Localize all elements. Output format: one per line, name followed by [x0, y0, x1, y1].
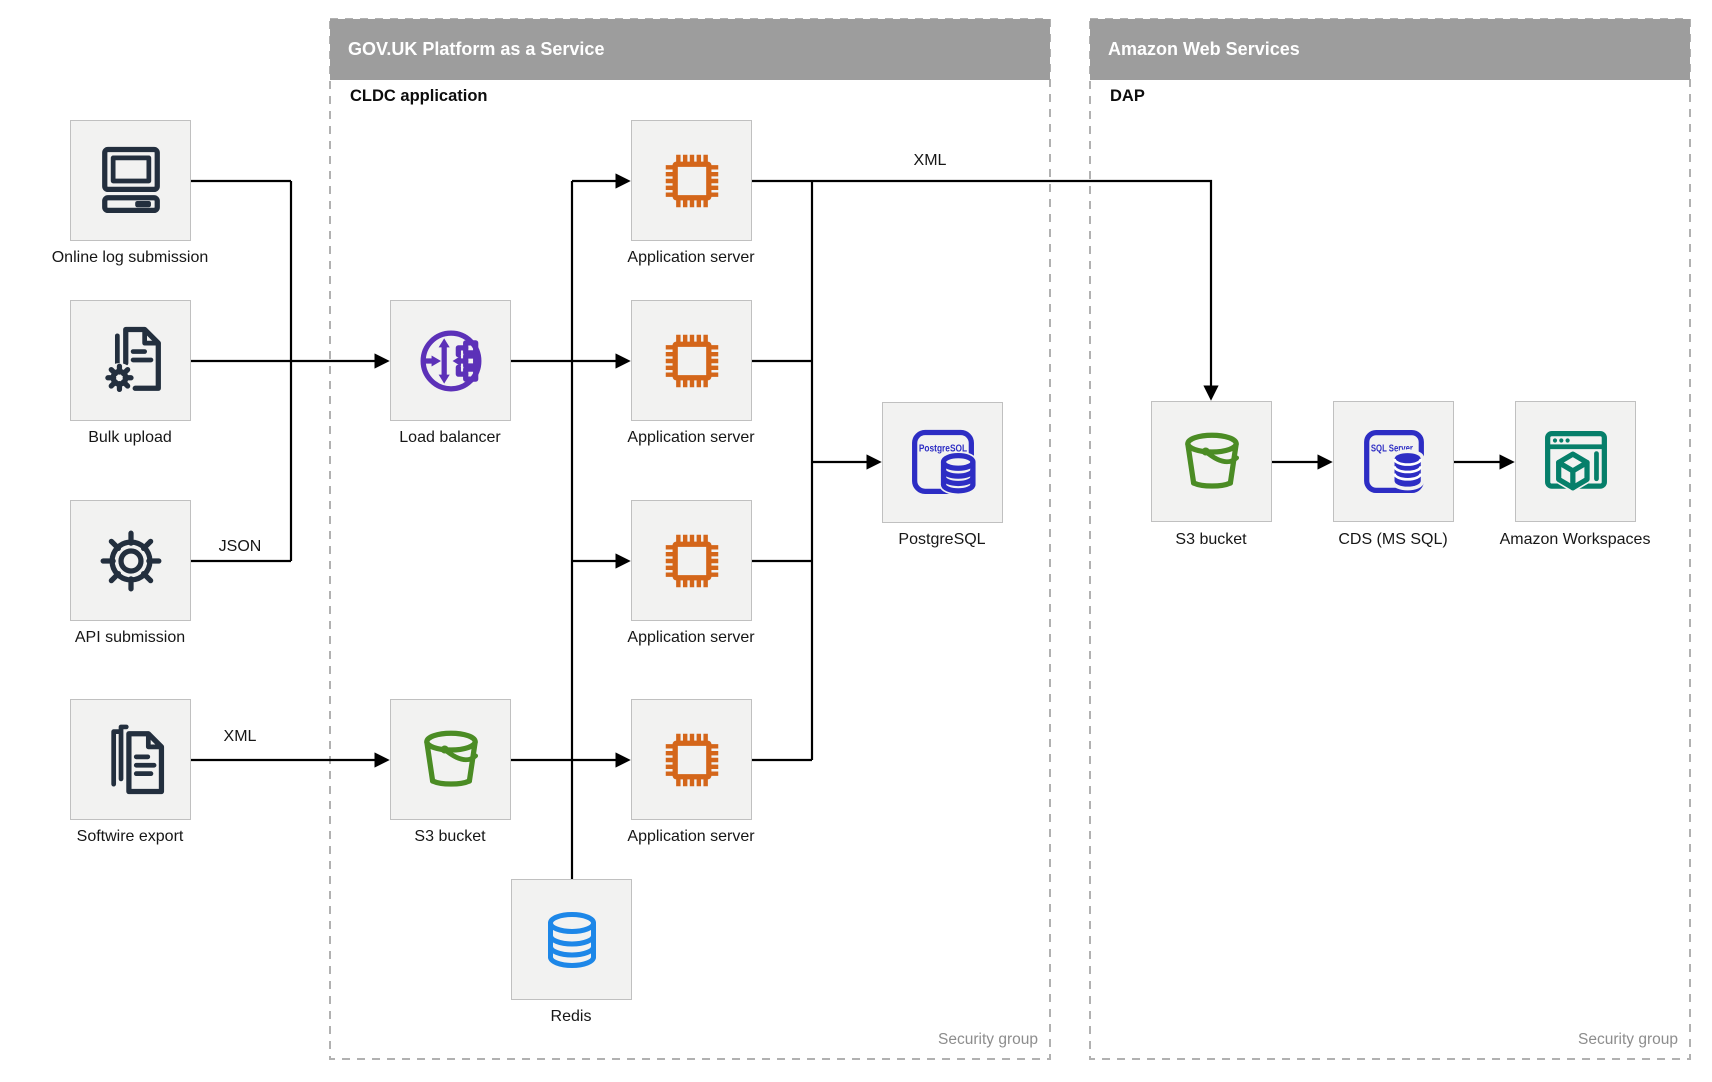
edges — [191, 173, 1515, 879]
aws-security-group-label: Security group — [1578, 1031, 1678, 1048]
node-cds-ms-sql: SQL Server — [1333, 401, 1454, 522]
postgresql-icon: PostgreSQL — [911, 429, 977, 495]
cpu-chip-icon — [665, 334, 718, 387]
node-label-application-server-2: Application server — [627, 429, 755, 446]
aws-region-header: Amazon Web Services — [1090, 19, 1690, 80]
node-softwire-export — [70, 699, 191, 820]
node-online-log-submission — [70, 120, 191, 241]
edge-label-json: JSON — [218, 538, 262, 555]
node-label-application-server-3: Application server — [627, 629, 755, 646]
node-postgresql: PostgreSQL — [882, 402, 1003, 523]
node-label-postgresql: PostgreSQL — [898, 531, 986, 548]
cpu-chip-icon — [665, 534, 718, 587]
node-label-bulk-upload: Bulk upload — [88, 429, 172, 446]
node-application-server-4 — [631, 699, 752, 820]
paas-security-group-label: Security group — [938, 1031, 1038, 1048]
edge-label-xml-softwire: XML — [223, 728, 257, 745]
gear-icon — [100, 530, 161, 591]
node-label-application-server-1: Application server — [627, 249, 755, 266]
paas-region-header: GOV.UK Platform as a Service — [330, 19, 1050, 80]
aws-region-sublabel: DAP — [1110, 87, 1145, 105]
node-api-submission — [70, 500, 191, 621]
node-label-amazon-workspaces: Amazon Workspaces — [1499, 531, 1651, 548]
database-icon — [547, 911, 596, 968]
node-label-s3-bucket-aws: S3 bucket — [1175, 531, 1247, 548]
paas-region-sublabel: CLDC application — [350, 87, 488, 105]
node-application-server-3 — [631, 500, 752, 621]
node-s3-bucket-paas — [390, 699, 511, 820]
node-label-online-log-submission: Online log submission — [51, 249, 209, 266]
documents-stack-icon — [110, 724, 164, 794]
node-redis — [511, 879, 632, 1000]
s3-bucket-icon — [1184, 432, 1239, 489]
workspaces-icon — [1544, 430, 1607, 492]
s3-bucket-icon — [423, 730, 478, 787]
node-s3-bucket-aws — [1151, 401, 1272, 522]
cpu-chip-icon — [665, 154, 718, 207]
node-label-redis: Redis — [550, 1008, 592, 1025]
document-gear-icon — [104, 326, 161, 392]
node-label-application-server-4: Application server — [627, 828, 755, 845]
edge-label-xml-top: XML — [913, 152, 947, 169]
sql-server-icon: SQL Server — [1363, 429, 1424, 493]
postgresql-icon-text: PostgreSQL — [918, 442, 967, 454]
node-label-cds-ms-sql: CDS (MS SQL) — [1338, 531, 1448, 548]
node-amazon-workspaces — [1515, 401, 1636, 522]
node-label-s3-bucket-paas: S3 bucket — [414, 828, 486, 845]
node-load-balancer — [390, 300, 511, 421]
node-application-server-2 — [631, 300, 752, 421]
cpu-chip-icon — [665, 733, 718, 786]
node-bulk-upload — [70, 300, 191, 421]
node-label-load-balancer: Load balancer — [399, 429, 501, 446]
node-label-api-submission: API submission — [74, 629, 186, 646]
node-application-server-1 — [631, 120, 752, 241]
node-label-softwire-export: Softwire export — [76, 828, 184, 845]
desktop-computer-icon — [101, 146, 160, 213]
load-balancer-icon — [420, 330, 481, 391]
